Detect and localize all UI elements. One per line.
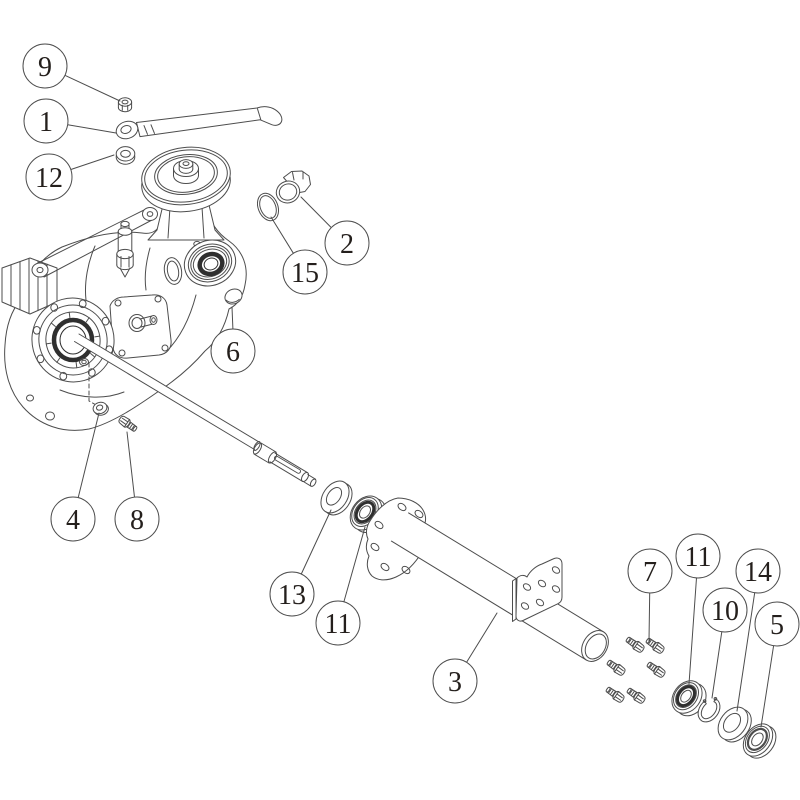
- mid-cover-plate: [109, 294, 172, 359]
- callout-2: 2: [300, 196, 370, 266]
- leader-line: [231, 306, 234, 330]
- callout-number: 15: [291, 258, 319, 289]
- flat-washer: [717, 706, 752, 743]
- leader-line: [64, 74, 121, 102]
- callout-4: 4: [50, 412, 100, 542]
- callout-balloon: [627, 548, 673, 594]
- tube-bracket: [512, 557, 563, 622]
- drain-bolt: [116, 414, 140, 434]
- callout-number: 9: [38, 52, 52, 83]
- callout-balloon: [675, 533, 721, 579]
- plug-cap: [224, 288, 243, 305]
- drain-washer: [92, 401, 109, 416]
- callout-11-left: 11: [315, 526, 366, 646]
- hex-flange-nut: [117, 97, 133, 113]
- leader-line: [688, 577, 697, 685]
- leader-line: [126, 431, 135, 498]
- leader-line: [711, 631, 723, 699]
- callout-number: 5: [770, 610, 784, 641]
- callout-1: 1: [23, 98, 117, 144]
- transaxle-housing: [1, 146, 247, 431]
- callout-balloon: [315, 600, 361, 646]
- callout-number: 8: [130, 505, 144, 536]
- callout-balloon: [210, 328, 256, 374]
- axle-shaft: [74, 333, 317, 487]
- callout-balloon: [22, 43, 68, 89]
- brake-arm-link: [31, 207, 158, 278]
- callout-number: 3: [448, 667, 462, 698]
- callout-balloon: [50, 496, 96, 542]
- leader-line: [648, 592, 651, 642]
- callout-balloon: [25, 153, 73, 201]
- lever-washer: [115, 146, 136, 165]
- thrust-washer: [320, 480, 353, 516]
- callout-11-right: 11: [675, 533, 721, 685]
- input-pulley: [141, 146, 231, 213]
- callout-10: 10: [702, 587, 748, 699]
- callout-3: 3: [432, 612, 498, 704]
- callout-number: 4: [66, 505, 80, 536]
- axle-tube-boss: [183, 239, 237, 287]
- callout-number: 6: [226, 337, 240, 368]
- callout-12: 12: [25, 153, 115, 201]
- callout-balloon: [754, 601, 800, 647]
- callout-balloon: [23, 98, 69, 144]
- callout-number: 1: [39, 107, 53, 138]
- leader-line: [77, 412, 100, 499]
- callout-number: 13: [278, 580, 306, 611]
- callout-13: 13: [269, 509, 332, 617]
- callout-number: 11: [685, 542, 712, 573]
- leader-line: [736, 592, 756, 712]
- leader-line: [343, 526, 366, 603]
- callouts: 9 1 12 2 15 6 4: [22, 43, 800, 728]
- leader-line: [70, 154, 115, 171]
- hex-plug: [275, 170, 311, 204]
- outer-bearing: [671, 680, 707, 717]
- callout-14: 14: [735, 548, 781, 712]
- callout-number: 14: [744, 557, 772, 588]
- callout-5: 5: [754, 601, 800, 728]
- leader-line: [270, 216, 294, 254]
- leader-line: [466, 612, 498, 663]
- callout-balloon: [269, 571, 315, 617]
- leader-line: [67, 124, 117, 134]
- leader-line: [300, 509, 332, 575]
- callout-8: 8: [114, 431, 160, 542]
- callout-balloon: [282, 249, 328, 295]
- callout-6: 6: [210, 306, 256, 374]
- oil-seal: [742, 723, 777, 759]
- leader-line: [760, 645, 775, 728]
- bypass-valve-rod: [116, 220, 134, 278]
- callout-number: 11: [325, 609, 352, 640]
- callout-number: 12: [35, 163, 63, 194]
- axle-tube: [365, 497, 609, 662]
- callout-balloon: [114, 496, 160, 542]
- callout-number: 10: [711, 596, 739, 627]
- leader-line: [300, 196, 332, 229]
- callout-balloon: [702, 587, 748, 633]
- control-lever: [115, 106, 283, 140]
- callout-7: 7: [627, 548, 673, 642]
- callout-balloon: [432, 658, 478, 704]
- callout-15: 15: [270, 216, 328, 295]
- mounting-bolts: [603, 634, 668, 706]
- oval-port: [163, 257, 183, 285]
- snap-ring: [697, 697, 721, 723]
- callout-number: 2: [340, 229, 354, 260]
- callout-9: 9: [22, 43, 121, 102]
- callout-balloon: [324, 220, 370, 266]
- callout-number: 7: [643, 557, 657, 588]
- callout-balloon: [735, 548, 781, 594]
- axle-flange-and-seal: [31, 297, 115, 383]
